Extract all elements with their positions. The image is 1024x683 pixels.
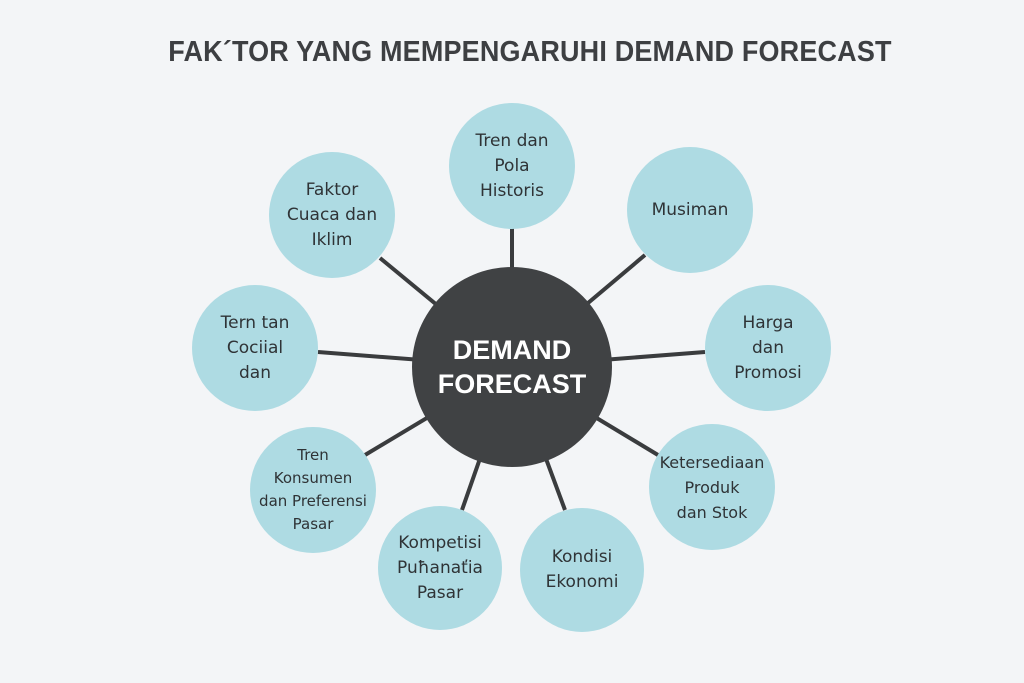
factor-node-kompetisi: Kompetisi Puħanaťia Pasar (378, 506, 502, 630)
center-node-demand-forecast: DEMAND FORECAST (412, 267, 612, 467)
factor-node-kondisi-ekonomi: Kondisi Ekonomi (520, 508, 644, 632)
factor-node-musiman: Musiman (627, 147, 753, 273)
diagram-title: FAK´TOR YANG MEMPENGARUHI DEMAND FORECAS… (168, 36, 892, 68)
factor-node-tren-historis: Tren dan Pola Historis (449, 103, 575, 229)
factor-node-tren-konsumen: Tren Konsumen dan Preferensi Pasar (250, 427, 376, 553)
factor-node-harga-promosi: Harga dan Promosi (705, 285, 831, 411)
factor-node-sosial: Tern tan Cociial dan (192, 285, 318, 411)
factor-node-ketersediaan: Ketersediaan Produk dan Stok (649, 424, 775, 550)
factor-node-cuaca-iklim: Faktor Cuaca dan Iklim (269, 152, 395, 278)
